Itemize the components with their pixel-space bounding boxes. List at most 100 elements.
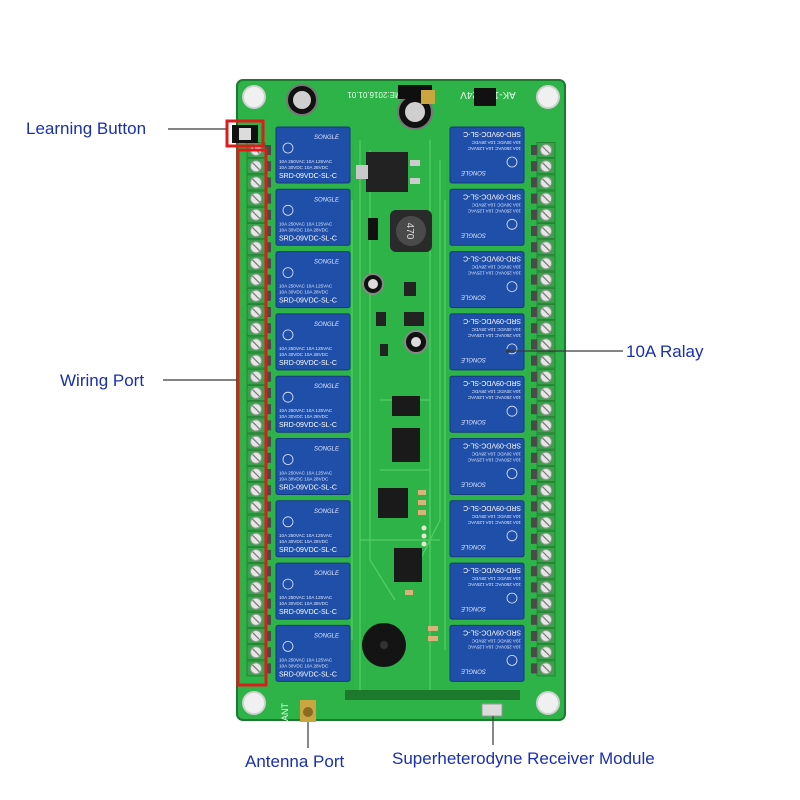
screw-terminal[interactable] <box>246 628 271 644</box>
screw-terminal[interactable] <box>531 579 556 596</box>
screw-terminal[interactable] <box>246 320 271 337</box>
relay-rating-2: 10A 30VDC 10A 28VDC <box>471 327 521 332</box>
screw-terminal[interactable] <box>531 255 556 272</box>
left-terminal-strip <box>246 142 271 677</box>
diode <box>368 218 378 240</box>
relay-rating-1: 10A 250VAC 10A 125VAC <box>279 221 333 226</box>
screw-terminal[interactable] <box>531 482 556 499</box>
screw-terminal[interactable] <box>246 563 271 580</box>
screw-terminal[interactable] <box>531 142 556 158</box>
screw-terminal[interactable] <box>246 206 271 223</box>
screw-terminal[interactable] <box>531 628 556 644</box>
relay-rating-1: 10A 250VAC 10A 125VAC <box>279 595 333 600</box>
screw-terminal[interactable] <box>246 579 271 596</box>
screw-terminal[interactable] <box>531 385 556 401</box>
screw-terminal[interactable] <box>246 498 271 515</box>
antenna-port[interactable] <box>300 700 316 722</box>
screw-terminal[interactable] <box>531 271 556 288</box>
screw-terminal[interactable] <box>246 449 271 466</box>
relay-rating-2: 10A 30VDC 10A 28VDC <box>279 352 329 357</box>
screw-terminal[interactable] <box>531 190 556 207</box>
screw-terminal[interactable] <box>531 287 556 304</box>
relay-model: SRD-09VDC-SL-C <box>463 628 521 635</box>
screw-terminal[interactable] <box>531 466 556 482</box>
relay-rating-1: 10A 250VAC 10A 125VAC <box>467 208 521 213</box>
relay-rating-2: 10A 30VDC 10A 28VDC <box>279 663 329 668</box>
screw-terminal[interactable] <box>531 530 556 547</box>
screw-terminal[interactable] <box>246 255 271 272</box>
screw-terminal[interactable] <box>531 368 556 385</box>
screw-terminal[interactable] <box>531 320 556 337</box>
screw-terminal[interactable] <box>246 660 271 677</box>
screw-terminal[interactable] <box>246 174 271 191</box>
relay-rating-1: 10A 250VAC 10A 125VAC <box>467 644 521 649</box>
relay-model: SRD-09VDC-SL-C <box>279 298 337 305</box>
relay-rating-1: 10A 250VAC 10A 125VAC <box>467 582 521 587</box>
screw-terminal[interactable] <box>531 174 556 191</box>
cert-mark-icon <box>506 218 518 230</box>
relay-model: SRD-09VDC-SL-C <box>463 504 521 511</box>
screw-terminal[interactable] <box>531 352 556 369</box>
relay-model: SRD-09VDC-SL-C <box>463 566 521 573</box>
screw-terminal[interactable] <box>531 206 556 223</box>
screw-terminal[interactable] <box>531 417 556 434</box>
relay-model: SRD-09VDC-SL-C <box>463 130 521 137</box>
screw-terminal[interactable] <box>246 190 271 207</box>
screw-terminal[interactable] <box>246 385 271 401</box>
screw-terminal[interactable] <box>531 563 556 580</box>
screw-terminal[interactable] <box>531 660 556 677</box>
screw-terminal[interactable] <box>531 239 556 256</box>
screw-terminal[interactable] <box>531 304 556 320</box>
learning-button[interactable] <box>232 125 258 143</box>
screw-terminal[interactable] <box>531 158 556 175</box>
screw-terminal[interactable] <box>246 271 271 288</box>
smd-resistors <box>405 490 438 641</box>
screw-terminal[interactable] <box>531 449 556 466</box>
screw-terminal[interactable] <box>246 547 271 563</box>
screw-terminal[interactable] <box>246 417 271 434</box>
screw-terminal[interactable] <box>246 482 271 499</box>
screw-terminal[interactable] <box>531 595 556 612</box>
test-pads <box>421 525 427 547</box>
screw-terminal[interactable] <box>246 158 271 175</box>
screw-terminal[interactable] <box>531 514 556 531</box>
screw-terminal[interactable] <box>246 433 271 450</box>
screw-terminal[interactable] <box>531 611 556 628</box>
screw-terminal[interactable] <box>246 223 271 239</box>
cert-mark-icon <box>506 592 518 604</box>
screw-terminal[interactable] <box>246 336 271 353</box>
ic-chip <box>392 396 420 416</box>
screw-terminal[interactable] <box>531 433 556 450</box>
screw-terminal[interactable] <box>246 466 271 482</box>
cert-mark-icon <box>282 516 294 528</box>
screw-terminal[interactable] <box>246 644 271 661</box>
screw-terminal[interactable] <box>246 401 271 418</box>
cert-mark-icon <box>282 142 294 154</box>
screw-terminal[interactable] <box>246 530 271 547</box>
screw-terminal[interactable] <box>246 368 271 385</box>
relay-rating-1: 10A 250VAC 10A 125VAC <box>467 146 521 151</box>
relay-rating-2: 10A 30VDC 10A 28VDC <box>279 477 329 482</box>
relay-label: 10A Ralay <box>626 342 704 361</box>
screw-terminal[interactable] <box>246 611 271 628</box>
screw-terminal[interactable] <box>246 239 271 256</box>
screw-terminal[interactable] <box>531 644 556 661</box>
relay-brand: SONGLE <box>314 322 340 328</box>
voltage-regulator <box>356 152 420 192</box>
relay-rating-2: 10A 30VDC 10A 28VDC <box>279 165 329 170</box>
cert-mark-icon <box>282 391 294 403</box>
cert-mark-icon <box>506 655 518 666</box>
screw-terminal[interactable] <box>531 498 556 515</box>
screw-terminal[interactable] <box>246 287 271 304</box>
relay-rating-1: 10A 250VAC 10A 125VAC <box>279 346 333 351</box>
screw-terminal[interactable] <box>531 223 556 239</box>
screw-terminal[interactable] <box>531 401 556 418</box>
screw-terminal[interactable] <box>531 336 556 353</box>
screw-terminal[interactable] <box>531 547 556 563</box>
relay-rating-2: 10A 30VDC 10A 28VDC <box>279 227 329 232</box>
relay-rating-1: 10A 250VAC 10A 125VAC <box>467 271 521 276</box>
